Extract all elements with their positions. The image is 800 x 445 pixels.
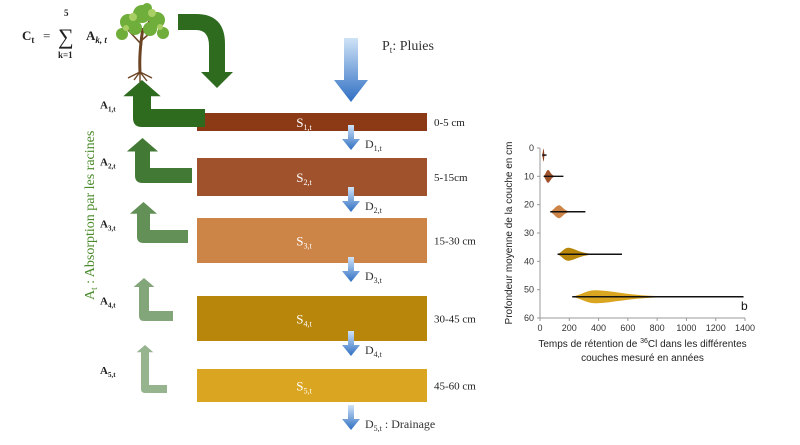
uptake-formula: Ct = ∑ 5 k=1 Ak, t: [22, 8, 107, 60]
drainage-label: D5,t : Drainage: [365, 417, 435, 433]
x-tick-label: 600: [620, 323, 635, 333]
soil-layer: [197, 369, 427, 402]
y-tick-label: 0: [529, 143, 534, 153]
y-tick-label: 30: [524, 228, 534, 238]
layer-depth-label: 45-60 cm: [434, 381, 476, 393]
svg-text:Ak, t: Ak, t: [86, 28, 107, 45]
canopy-return-arrow: [178, 14, 233, 88]
x-axis-title: Temps de rétention de 36Cl dans les diff…: [538, 338, 746, 350]
svg-text:Ct: Ct: [22, 28, 34, 45]
drainage-label: D2,t: [365, 199, 383, 215]
uptake-arrow: [123, 80, 205, 127]
drainage-arrow: [342, 125, 360, 150]
uptake-label: A2,t: [100, 157, 116, 171]
uptake-label: A3,t: [100, 219, 116, 233]
drainage-arrow: [342, 405, 360, 430]
soil-layer-label: S3,t: [296, 234, 312, 251]
uptake-arrow: [136, 345, 167, 393]
svg-text:5: 5: [64, 8, 69, 18]
x-tick-label: 1400: [735, 323, 755, 333]
soil-layer: [197, 296, 427, 341]
uptake-arrow: [126, 138, 192, 183]
rain-label: Pt: Pluies: [382, 39, 434, 55]
uptake-label: A4,t: [100, 296, 116, 310]
drainage-arrow: [342, 331, 360, 356]
soil-layer: [197, 113, 427, 131]
soil-layer: [197, 218, 427, 263]
y-tick-label: 20: [524, 200, 534, 210]
y-tick-label: 60: [524, 313, 534, 323]
soil-layer-label: S1,t: [296, 115, 312, 132]
layer-depth-label: 30-45 cm: [434, 314, 476, 326]
soil-layer-label: S5,t: [296, 379, 312, 396]
layer-depth-label: 0-5 cm: [434, 117, 465, 129]
x-axis-title-line2: couches mesuré en années: [581, 353, 704, 364]
soil-layer-label: S4,t: [296, 312, 312, 329]
soil-layer: [197, 158, 427, 196]
drainage-arrow: [342, 257, 360, 282]
uptake-label: A5,t: [100, 365, 116, 379]
y-axis-title: Profondeur moyenne de la couche en cm: [504, 142, 515, 325]
y-tick-label: 10: [524, 171, 534, 181]
x-tick-label: 1200: [706, 323, 726, 333]
uptake-arrow: [133, 278, 173, 321]
rain-arrow: [334, 38, 368, 102]
uptake-arrow: [129, 202, 188, 243]
layer-depth-label: 5-15cm: [434, 172, 468, 184]
drainage-label: D3,t: [365, 269, 383, 285]
uptake-label: A1,t: [100, 100, 116, 114]
svg-text:=: =: [43, 28, 50, 43]
y-tick-label: 40: [524, 256, 534, 266]
drainage-arrow: [342, 187, 360, 212]
layer-depth-label: 15-30 cm: [434, 236, 476, 248]
y-tick-label: 50: [524, 285, 534, 295]
tree-icon: [116, 3, 169, 82]
panel-label: b: [741, 299, 748, 313]
drainage-label: D1,t: [365, 137, 383, 153]
soil-layer-label: S2,t: [296, 170, 312, 187]
svg-text:k=1: k=1: [58, 50, 73, 60]
x-tick-label: 1000: [676, 323, 696, 333]
x-tick-label: 800: [650, 323, 665, 333]
drainage-label: D4,t: [365, 343, 383, 359]
svg-text:∑: ∑: [58, 24, 74, 49]
absorption-label: At : Absorption par les racines: [83, 131, 99, 300]
x-tick-label: 0: [537, 323, 542, 333]
x-tick-label: 400: [591, 323, 606, 333]
x-tick-label: 200: [562, 323, 577, 333]
